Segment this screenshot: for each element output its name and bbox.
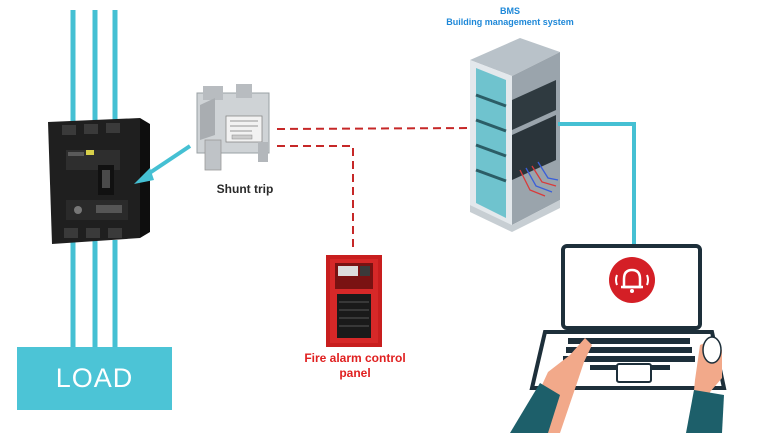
shunt-arrow [134, 144, 192, 184]
supply-cables [70, 10, 118, 125]
fire-alarm-label-line2: panel [339, 366, 371, 380]
fire-alarm-panel-icon [326, 255, 382, 347]
fire-alarm-label-line1: Fire alarm control [304, 351, 406, 365]
load-box [17, 347, 172, 410]
dashed-links [276, 127, 476, 252]
bms-title: BMS [500, 6, 520, 16]
load-cables [70, 240, 118, 348]
load-label: LOAD [55, 363, 134, 393]
shunt-trip-icon [196, 84, 270, 171]
bms-laptop-cable [558, 122, 636, 245]
server-rack-icon [470, 38, 560, 232]
circuit-breaker-icon [48, 118, 150, 244]
bms-subtitle: Building management system [446, 17, 574, 27]
alarm-bell-icon [609, 257, 655, 303]
hands-icon [510, 336, 724, 433]
shunt-trip-label: Shunt trip [216, 182, 274, 196]
